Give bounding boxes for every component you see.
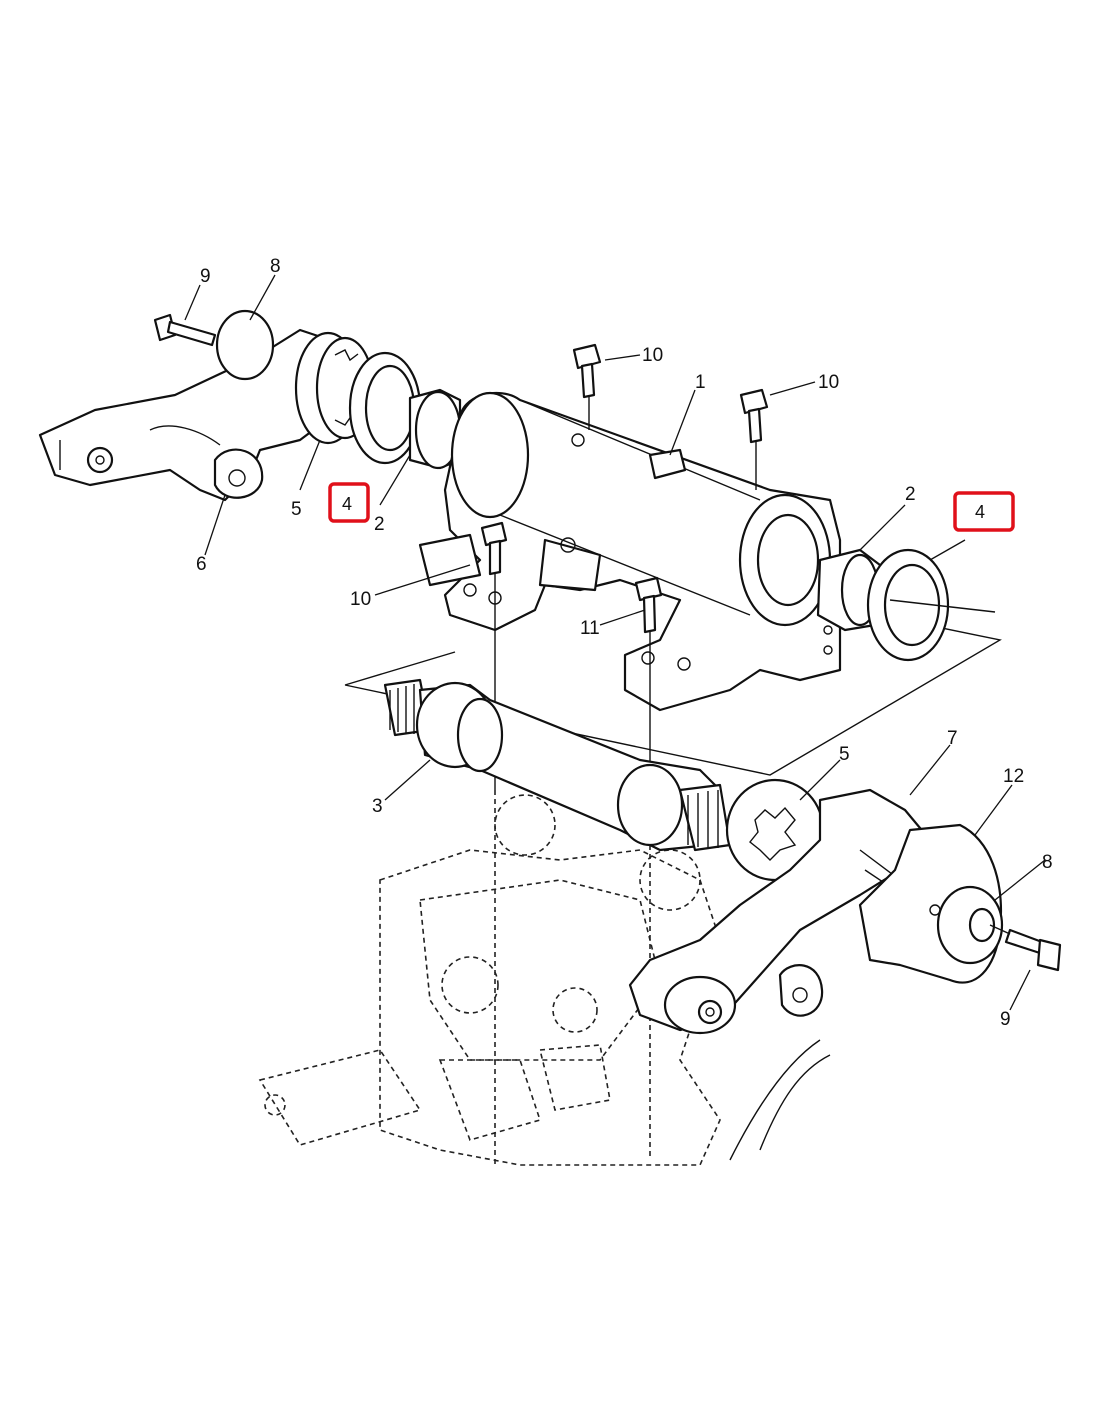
callout-3-shaft: 3 — [372, 796, 383, 817]
left-bolt-9 — [153, 313, 217, 347]
left-oil-seal — [348, 351, 422, 465]
highlight-box-right — [953, 491, 1015, 532]
callout-10-mid: 10 — [350, 589, 371, 610]
highlight-right-4[interactable]: 4 — [953, 491, 1015, 532]
cross-shaft-housing — [418, 391, 842, 712]
callout-9-left: 9 — [200, 266, 211, 287]
left-lift-arm — [38, 309, 342, 502]
callout-6-left: 6 — [196, 554, 207, 575]
highlight-box-left — [328, 482, 370, 523]
callout-9-right: 9 — [1000, 1009, 1011, 1030]
splined-cross-shaft — [383, 678, 732, 852]
highlight-left-4[interactable]: 4 — [328, 482, 370, 523]
callout-12-right: 12 — [1003, 766, 1024, 787]
callout-2-right: 2 — [905, 484, 916, 505]
callout-10-top-a: 10 — [642, 345, 663, 366]
housing-bolts — [480, 343, 769, 845]
callout-8-right: 8 — [1042, 852, 1053, 873]
callout-5-right: 5 — [839, 744, 850, 765]
callout-7-right: 7 — [947, 728, 958, 749]
callout-labels: 9 8 5 6 2 10 1 10 2 10 11 3 5 7 12 8 9 — [196, 256, 1053, 1030]
leader-lines — [184, 274, 1046, 1011]
callout-2-left: 2 — [374, 514, 385, 535]
callout-4-right: 4 — [975, 502, 985, 522]
callout-4-left: 4 — [342, 494, 352, 514]
left-spline-washer — [294, 331, 375, 445]
ghost-housing — [258, 790, 831, 1166]
right-oil-seal — [866, 548, 996, 662]
callout-1-top: 1 — [695, 372, 706, 393]
right-boss-and-bolt — [936, 885, 1062, 972]
callout-8-left: 8 — [270, 256, 281, 277]
callout-10-top-b: 10 — [818, 372, 839, 393]
callout-11-mid: 11 — [580, 618, 600, 639]
callout-5-left: 5 — [291, 499, 302, 520]
